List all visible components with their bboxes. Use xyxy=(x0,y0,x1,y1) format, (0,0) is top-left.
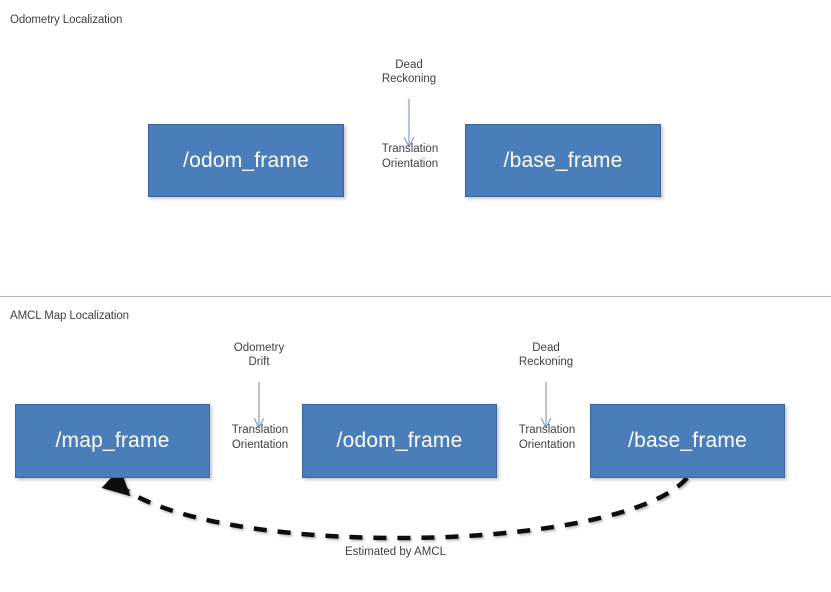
annotation-line-2: Drift xyxy=(248,356,270,368)
frame-box-base-frame-top[interactable]: /base_frame xyxy=(465,124,661,197)
transform-label-translation: Translation xyxy=(231,424,289,436)
dashed-curve-label-estimated-by-amcl: Estimated by AMCL xyxy=(345,546,446,558)
annotation-line-1: Dead xyxy=(532,342,560,354)
transform-label-base-to-odom-bottom: Translation Orientation xyxy=(508,423,586,453)
frame-box-odom-frame-top[interactable]: /odom_frame xyxy=(148,124,344,197)
transform-label-translation: Translation xyxy=(518,424,576,436)
section-title-odometry-localization: Odometry Localization xyxy=(10,14,123,26)
frame-box-base-frame-bottom[interactable]: /base_frame xyxy=(590,404,785,478)
annotation-label-dead-reckoning-top: Dead Reckoning xyxy=(369,58,449,86)
annotation-line-2: Reckoning xyxy=(381,73,437,85)
section-title-amcl-map-localization: AMCL Map Localization xyxy=(10,310,129,322)
annotation-label-odometry-drift: Odometry Drift xyxy=(211,341,307,369)
annotation-label-dead-reckoning-bottom: Dead Reckoning xyxy=(506,341,586,369)
section-divider xyxy=(0,296,831,297)
connector-base-to-map-dashed xyxy=(101,467,689,541)
transform-label-orientation: Orientation xyxy=(231,439,289,451)
annotation-line-1: Dead xyxy=(395,59,423,71)
annotation-line-2: Reckoning xyxy=(518,356,574,368)
frame-box-odom-frame-bottom[interactable]: /odom_frame xyxy=(302,404,497,478)
transform-label-orientation: Orientation xyxy=(518,439,576,451)
frame-box-map-frame[interactable]: /map_frame xyxy=(15,404,210,478)
annotation-line-1: Odometry xyxy=(233,342,285,354)
transform-label-base-to-odom-top: Translation Orientation xyxy=(371,142,449,172)
transform-label-odom-to-map: Translation Orientation xyxy=(221,423,299,453)
transform-label-orientation: Orientation xyxy=(381,158,439,170)
transform-label-translation: Translation xyxy=(381,143,439,155)
dashed-curve-path xyxy=(101,467,689,541)
